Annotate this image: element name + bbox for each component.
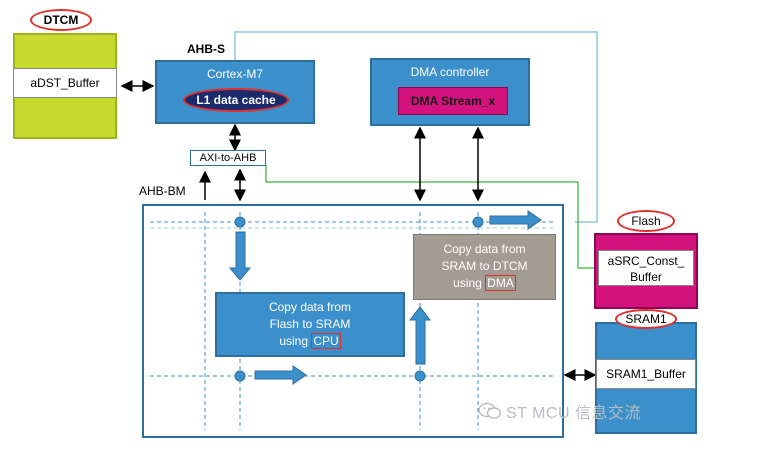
dma-copy-line2: SRAM to DTCM <box>441 259 528 273</box>
sram1-tag: SRAM1 <box>615 309 677 329</box>
axi-flash-wire <box>265 165 597 269</box>
dtcm-tag: DTCM <box>30 9 92 31</box>
cpu-highlight: CPU <box>311 333 341 349</box>
cpu-copy-box: Copy data from Flash to SRAM using CPU <box>215 292 405 357</box>
cpu-copy-prefix: using <box>279 334 312 348</box>
dma-copy-prefix: using <box>453 276 486 290</box>
dma-copy-line1: Copy data from <box>443 242 526 256</box>
ahb-s-label: AHB-S <box>187 42 225 56</box>
node-cpu-top <box>234 216 246 228</box>
asrc-const-buffer: aSRC_Const_ Buffer <box>598 250 694 286</box>
cpu-copy-line2: Flash to SRAM <box>269 317 351 331</box>
dma-highlight: DMA <box>485 275 516 291</box>
node-cpu-bottom <box>234 370 246 382</box>
flow-arrow-bottom-right <box>254 365 307 385</box>
wechat-icon <box>478 402 502 419</box>
dma-stream: DMA Stream_x <box>398 87 508 115</box>
node-dma-top <box>472 216 484 228</box>
flow-arrow-top-right <box>489 210 542 230</box>
node-dma-bottom <box>414 370 426 382</box>
asrc-line1: aSRC_Const_ <box>607 254 685 268</box>
ahb-s-wire <box>234 31 598 223</box>
dma-copy-line3: using DMA <box>414 275 555 292</box>
flow-arrow-up <box>408 306 432 365</box>
cortex-m7-title: Cortex-M7 <box>206 67 263 81</box>
watermark-text: ST MCU 信息交流 <box>506 405 641 422</box>
sram1-buffer: SRAM1_Buffer <box>596 359 696 389</box>
l1-data-cache: L1 data cache <box>183 88 289 112</box>
flow-arrow-down <box>228 231 252 281</box>
ahb-bm-label: AHB-BM <box>139 184 186 198</box>
cpu-copy-line3: using CPU <box>217 333 403 350</box>
flash-tag: Flash <box>617 210 675 232</box>
asrc-line2: Buffer <box>630 270 662 284</box>
adst-buffer: aDST_Buffer <box>13 68 117 98</box>
watermark: ST MCU 信息交流 <box>478 399 641 423</box>
axi-to-ahb: AXI-to-AHB <box>190 150 266 166</box>
dma-controller-title: DMA controller <box>410 65 490 79</box>
dma-copy-box: Copy data from SRAM to DTCM using DMA <box>413 234 556 300</box>
cpu-copy-line1: Copy data from <box>268 300 352 314</box>
